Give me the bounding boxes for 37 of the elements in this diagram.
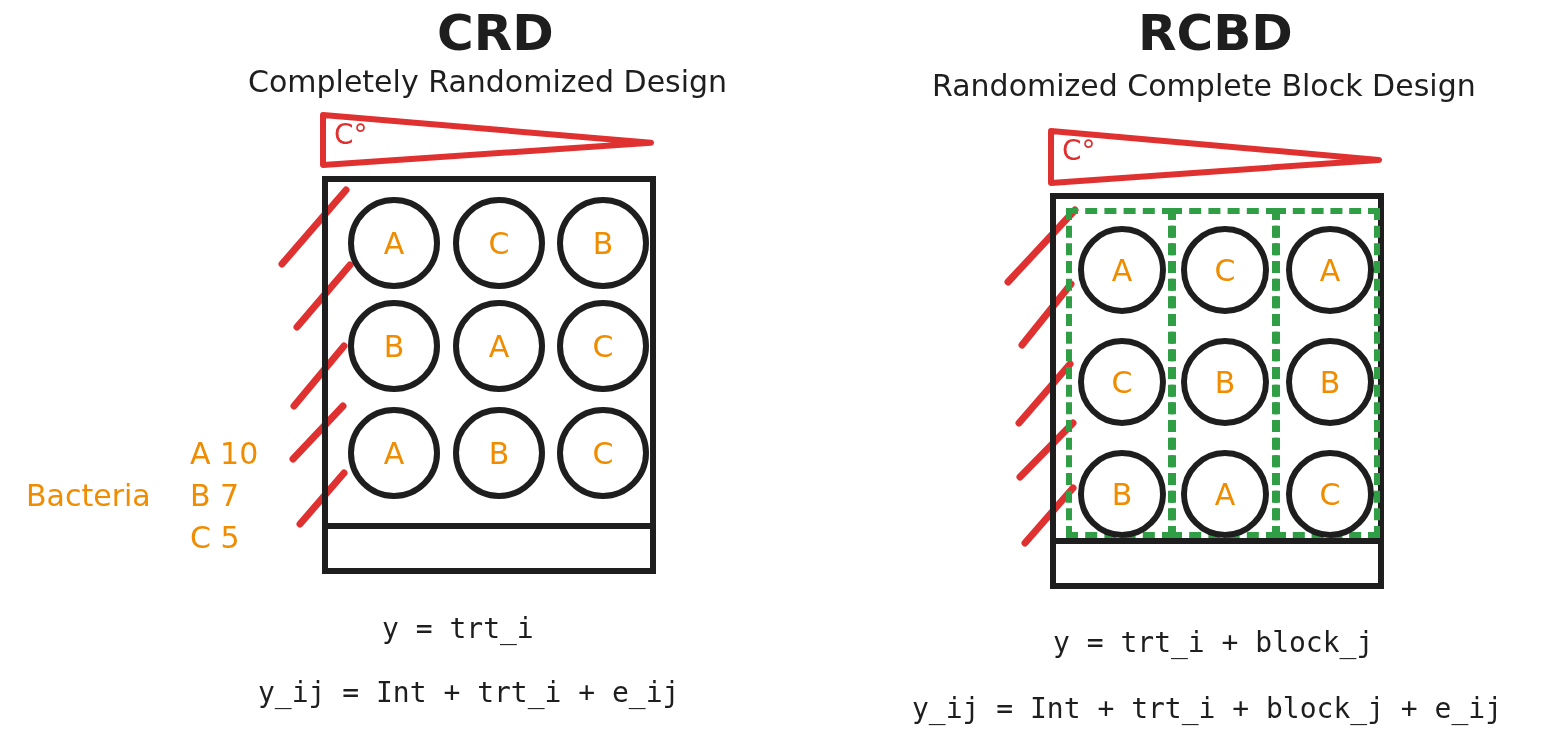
treatment-letter: A: [383, 225, 405, 261]
treatment-letter: C: [592, 328, 614, 364]
block-outline: [1274, 208, 1380, 538]
model-equation: y = trt_i: [382, 612, 534, 645]
model-equation: y_ij = Int + trt_i + e_ij: [258, 676, 680, 709]
count-label: B 7: [190, 478, 240, 513]
treatment-letter: C: [488, 225, 510, 261]
design-title: CRD: [437, 4, 554, 62]
temperature-label: C°: [1062, 134, 1096, 167]
count-label: A 10: [190, 436, 259, 471]
treatment-letter: B: [1214, 364, 1236, 400]
treatment-letter: C: [592, 435, 614, 471]
group-label: Bacteria: [26, 478, 151, 513]
incubator-rack: [1050, 193, 1384, 589]
incubator-rack: [322, 176, 656, 574]
treatment-letter: C: [1214, 252, 1236, 288]
treatment-letter: C: [1319, 476, 1341, 512]
treatment-letter: A: [488, 328, 510, 364]
treatment-letter: A: [383, 435, 405, 471]
treatment-letter: A: [1214, 476, 1236, 512]
treatment-letter: B: [488, 435, 510, 471]
design-title: RCBD: [1138, 4, 1293, 62]
temperature-wedge: [320, 112, 654, 168]
treatment-letter: B: [383, 328, 405, 364]
temperature-label: C°: [334, 118, 368, 151]
treatment-letter: A: [1319, 252, 1341, 288]
treatment-letter: C: [1111, 364, 1133, 400]
design-subtitle: Randomized Complete Block Design: [932, 68, 1476, 103]
treatment-letter: B: [1319, 364, 1341, 400]
treatment-letter: B: [1111, 476, 1133, 512]
treatment-letter: A: [1111, 252, 1133, 288]
model-equation: y = trt_i + block_j: [1053, 626, 1374, 659]
model-equation: y_ij = Int + trt_i + block_j + e_ij: [912, 692, 1502, 725]
count-label: C 5: [190, 520, 240, 555]
design-subtitle: Completely Randomized Design: [248, 64, 728, 99]
temperature-wedge: [1048, 128, 1382, 186]
treatment-letter: B: [592, 225, 614, 261]
